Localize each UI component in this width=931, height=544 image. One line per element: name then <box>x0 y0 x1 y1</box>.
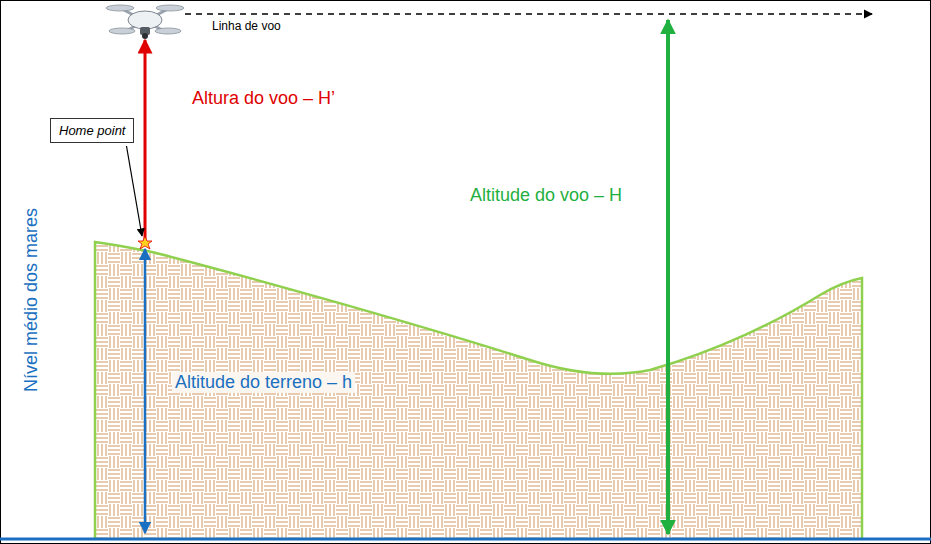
label-text: Linha de voo <box>212 19 281 33</box>
terrain-altitude-arrow <box>144 249 147 533</box>
label-text: Altitude do terreno – h <box>175 372 352 392</box>
home-point-star <box>138 236 152 249</box>
flight-altitude-label: Altitude do voo – H <box>470 185 622 206</box>
flight-height-arrow <box>144 40 147 243</box>
sea-level-label: Nível médio dos mares <box>21 208 42 392</box>
home-point-leader <box>126 146 142 236</box>
home-point-box: Home point <box>50 118 134 143</box>
terrain <box>95 242 862 538</box>
label-text: Altitude do voo – H <box>470 185 622 205</box>
flight-altitude-arrow <box>666 20 670 534</box>
flight-line <box>185 13 872 14</box>
terrain-outline <box>95 242 862 538</box>
label-text: Nível médio dos mares <box>21 208 41 392</box>
label-text: Altura do voo – H’ <box>192 88 335 108</box>
flight-height-label: Altura do voo – H’ <box>192 88 335 109</box>
terrain-altitude-label: Altitude do terreno – h <box>172 372 355 393</box>
drone-icon <box>106 5 184 39</box>
sea-level-line <box>0 538 931 541</box>
flight-line-label: Linha de voo <box>212 20 281 34</box>
node-text: Home point <box>59 123 125 138</box>
